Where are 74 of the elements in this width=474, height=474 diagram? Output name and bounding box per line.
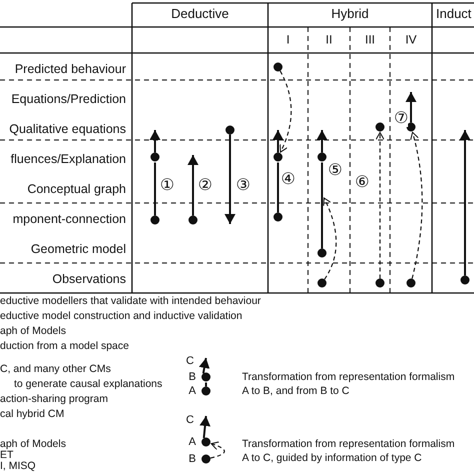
legend-text: Transformation from representation formalism [242, 372, 455, 384]
legend-text: A to C, guided by information of type C [242, 453, 422, 465]
subcolumn-header: III [365, 33, 375, 47]
dashed-arrow [322, 198, 337, 280]
note-text: ET [0, 450, 14, 462]
arrow [188, 155, 198, 216]
connector-line [154, 162, 156, 216]
column-header: Deductive [171, 6, 229, 22]
dot-node [318, 248, 326, 258]
column-header: Hybrid [331, 6, 369, 22]
legend-text: Transformation from representation formalism [242, 439, 455, 451]
connector-line [321, 162, 323, 248]
dashed-arrow [376, 132, 384, 278]
dot-node [202, 454, 210, 464]
arrow [200, 416, 210, 438]
row-label: Geometric model [30, 243, 126, 257]
dot-node [274, 212, 282, 222]
note-text: eductive modellers that validate with intended behaviour [0, 296, 261, 308]
dot-node [202, 372, 210, 382]
row-label: Predicted behaviour [14, 63, 126, 77]
dot-node [202, 386, 210, 396]
arrow [272, 130, 284, 152]
symbol-letter: A [188, 384, 196, 398]
dashed-arrow [410, 132, 423, 279]
note-text: eductive model construction and inductive validation [0, 311, 242, 323]
symbol-letter: C [186, 354, 194, 368]
arrow [316, 130, 328, 152]
dot-node [274, 152, 282, 162]
arrow [460, 130, 470, 276]
row-label: Qualitative equations [9, 123, 126, 137]
subcolumn-header: II [326, 33, 332, 47]
arrow [150, 130, 160, 152]
dot-node [318, 152, 326, 162]
note-text: I, MISQ [0, 461, 36, 473]
row-label: Equations/Prediction [11, 93, 126, 107]
dot-node [150, 216, 160, 224]
dot-node [460, 276, 470, 284]
dot-node [150, 152, 160, 162]
note-text: C, and many other CMs [0, 364, 111, 376]
callout-number: ⑦ [394, 111, 408, 127]
row-label: fluences/Explanation [10, 153, 126, 167]
symbol-letter: C [186, 414, 194, 426]
symbol-letter: A [188, 436, 196, 448]
note-text: duction from a model space [0, 341, 129, 353]
dot-node [188, 216, 198, 224]
dot-node [376, 122, 384, 132]
dot-node [318, 278, 326, 288]
symbol-letter: B [188, 452, 196, 466]
note-text: to generate causal explanations [14, 379, 162, 391]
subcolumn-header: I [286, 33, 290, 47]
arrow [406, 92, 416, 122]
symbol-letter: B [188, 370, 196, 384]
column-header: Induct [436, 6, 472, 22]
dot-node [226, 126, 234, 134]
connector-line [205, 382, 207, 386]
note-text: aph of Models [0, 326, 66, 338]
note-text: action-sharing program [0, 394, 108, 406]
note-text: aph of Models [0, 439, 66, 450]
dot-node [406, 122, 416, 132]
dot-node [202, 438, 210, 446]
row-label: Conceptual graph [27, 183, 126, 197]
dot-node [274, 62, 282, 72]
dot-node [376, 278, 384, 288]
connector-line [277, 162, 279, 212]
row-label: mponent-connection [12, 213, 126, 227]
dot-node [406, 278, 416, 288]
subcolumn-header: IV [405, 33, 417, 47]
dashed-arrow [279, 70, 292, 153]
legend-text: A to B, and from B to C [242, 386, 350, 398]
row-label: Observations [52, 273, 126, 287]
arrow [224, 134, 236, 224]
arrow [198, 358, 210, 374]
note-text: cal hybrid CM [0, 409, 64, 421]
dashed-arrow [210, 442, 225, 459]
